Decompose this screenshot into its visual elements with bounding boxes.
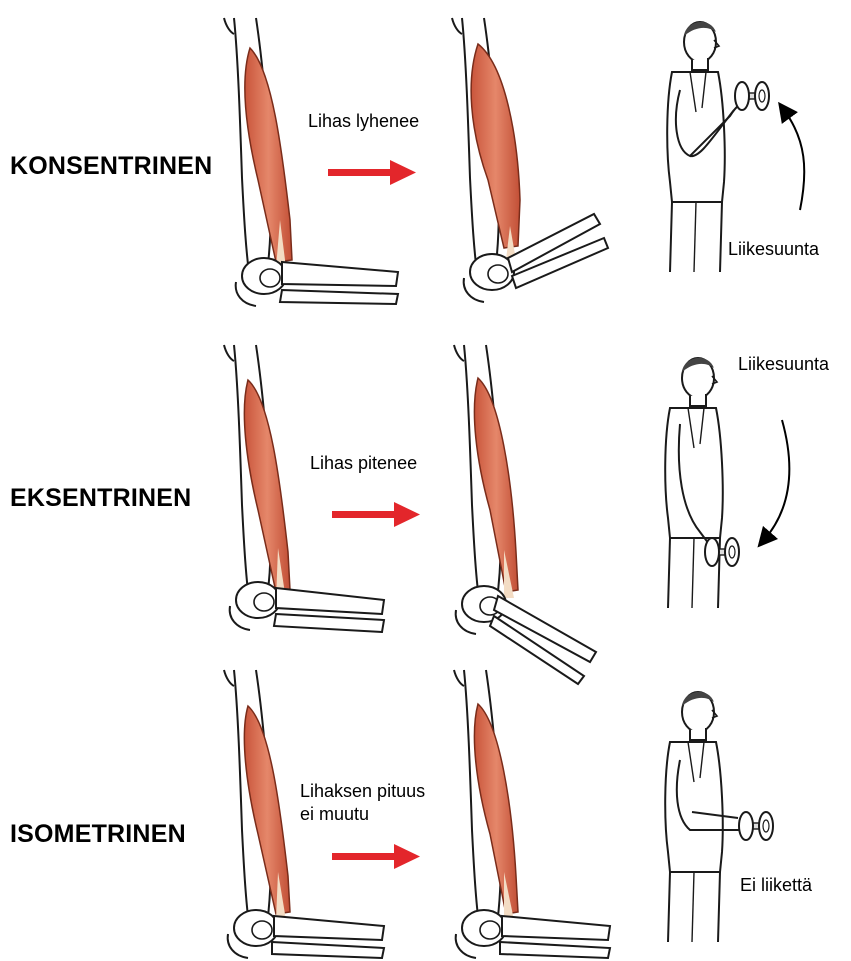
row3-red-arrow bbox=[332, 844, 420, 869]
row1-arm-after bbox=[452, 18, 608, 302]
row1-red-arrow bbox=[328, 160, 416, 185]
row1-arm-before bbox=[224, 18, 398, 306]
concentric-motion-caption: Liikesuunta bbox=[728, 238, 819, 260]
isometric-muscle-caption-line1: Lihaksen pituus bbox=[300, 780, 425, 802]
isometric-motion-caption: Ei liikettä bbox=[740, 874, 812, 896]
eccentric-muscle-caption: Lihas pitenee bbox=[310, 452, 417, 474]
eccentric-motion-caption: Liikesuunta bbox=[738, 353, 829, 375]
isometric-label: ISOMETRINEN bbox=[10, 820, 186, 849]
row2-arm-after bbox=[454, 345, 596, 684]
row1-person bbox=[667, 22, 804, 272]
concentric-label: KONSENTRINEN bbox=[10, 152, 212, 181]
concentric-muscle-caption: Lihas lyhenee bbox=[308, 110, 419, 132]
row2-red-arrow bbox=[332, 502, 420, 527]
row3-arm-after bbox=[454, 670, 610, 958]
eccentric-label: EKSENTRINEN bbox=[10, 484, 191, 513]
row2-person bbox=[665, 358, 789, 608]
row3-person bbox=[665, 692, 773, 942]
row2-arm-before bbox=[224, 345, 384, 632]
isometric-muscle-caption-line2: ei muutu bbox=[300, 803, 369, 825]
